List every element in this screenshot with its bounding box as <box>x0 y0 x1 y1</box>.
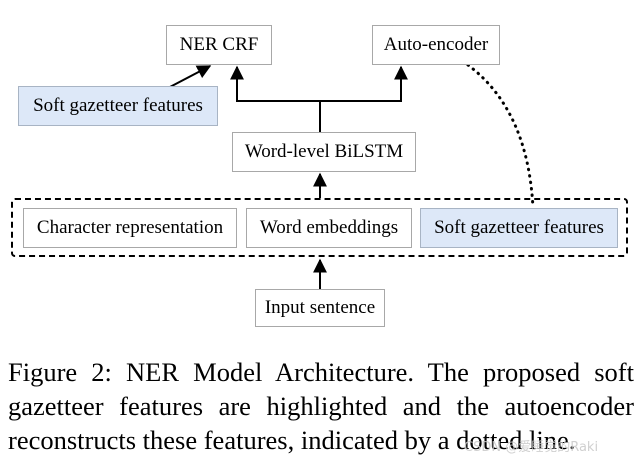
edge-auto-encoder-reconstruct-dotted <box>466 63 535 210</box>
soft-gazetteer-features-top-label: Soft gazetteer features <box>33 95 203 116</box>
figure-caption: Figure 2: NER Model Architecture. The pr… <box>8 357 634 455</box>
character-representation-node: Character representation <box>23 208 237 248</box>
character-representation-label: Character representation <box>36 217 224 238</box>
ner-crf-label: NER CRF <box>179 34 259 55</box>
word-embeddings-label: Word embeddings <box>259 217 399 238</box>
word-level-bilstm-node: Word-level BiLSTM <box>232 132 416 172</box>
edge-soft-gazetteer-to-ner-crf <box>167 65 212 89</box>
auto-encoder-label: Auto-encoder <box>383 34 489 55</box>
soft-gazetteer-features-bottom-node: Soft gazetteer features <box>420 208 618 248</box>
input-sentence-node: Input sentence <box>255 289 385 327</box>
edge-bilstm-to-auto-encoder <box>320 65 408 102</box>
input-sentence-label: Input sentence <box>264 297 376 318</box>
word-embeddings-node: Word embeddings <box>246 208 412 248</box>
soft-gazetteer-features-bottom-label: Soft gazetteer features <box>434 217 604 238</box>
ner-crf-node: NER CRF <box>166 25 272 65</box>
soft-gazetteer-features-top-node: Soft gazetteer features <box>18 86 218 126</box>
watermark: CSDN @爱睡觉的Raki <box>464 440 599 455</box>
input-features-group <box>11 198 628 257</box>
word-level-bilstm-label: Word-level BiLSTM <box>244 141 404 162</box>
auto-encoder-node: Auto-encoder <box>372 25 500 65</box>
edge-bilstm-to-ner-crf <box>230 65 320 102</box>
